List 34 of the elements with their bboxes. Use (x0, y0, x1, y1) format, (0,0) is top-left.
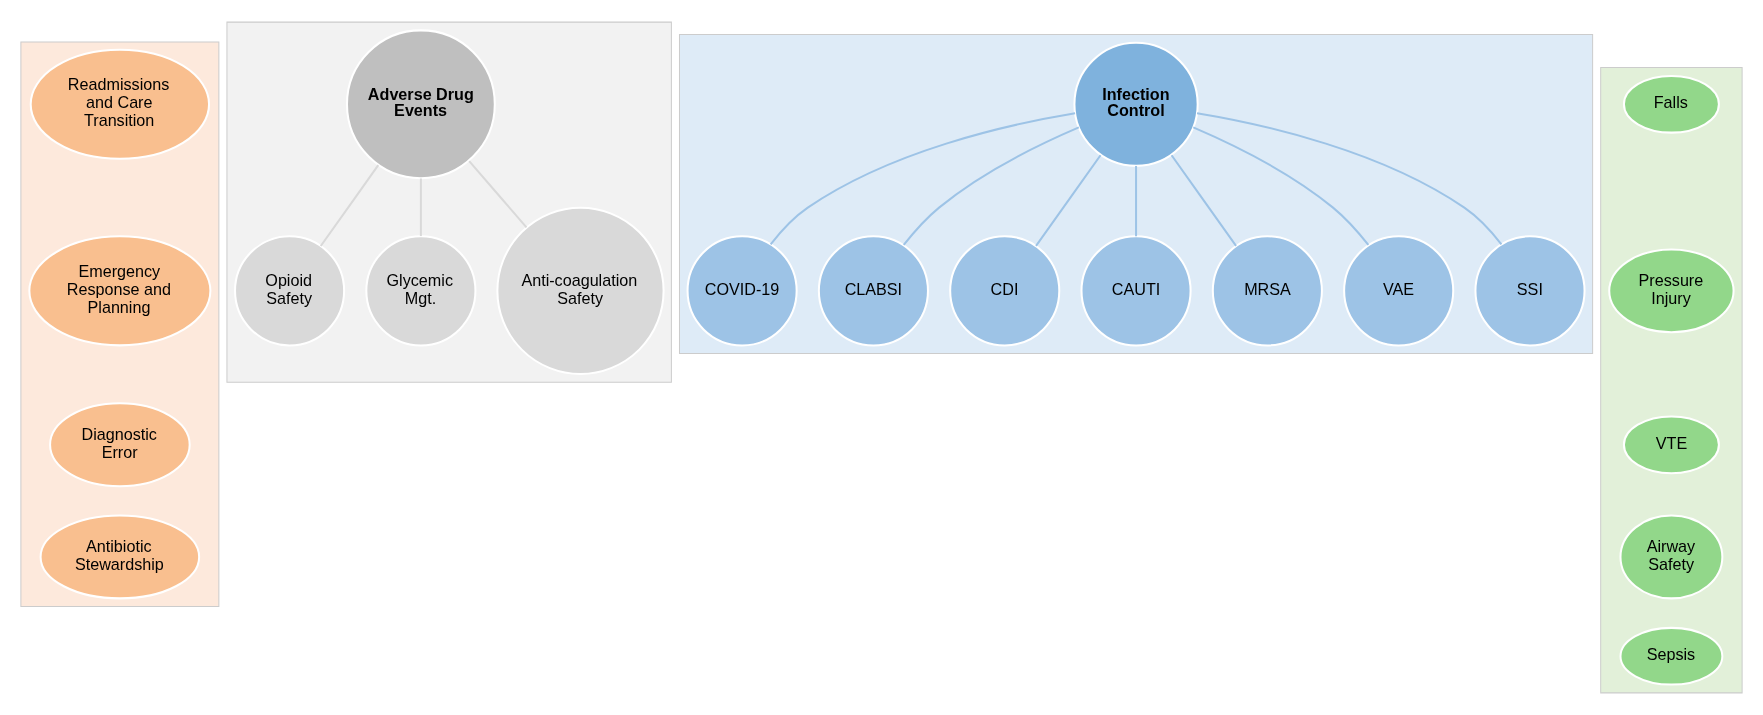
connector (468, 160, 528, 229)
cluster (678, 34, 1594, 354)
node-circle: Infection Control (1073, 41, 1199, 167)
node-ellipse: Antibiotic Stewardship (39, 514, 201, 600)
cluster (1600, 67, 1743, 694)
node-ellipse: Readmissions and Care Transition (29, 48, 211, 160)
connector (1170, 154, 1237, 247)
node-ellipse: Pressure Injury (1608, 248, 1735, 334)
node-ellipse: Airway Safety (1619, 514, 1724, 600)
node-circle: MRSA (1211, 235, 1323, 347)
node-ellipse: Sepsis (1619, 626, 1724, 686)
node-ellipse: Diagnostic Error (49, 402, 191, 488)
node-circle: Anti-coagulation Safety (496, 206, 665, 375)
node-circle: COVID-19 (686, 235, 798, 347)
node-circle: CDI (949, 235, 1061, 347)
node-circle: Opioid Safety (234, 235, 346, 347)
node-circle: SSI (1474, 235, 1586, 347)
cluster (226, 21, 672, 383)
node-ellipse: Falls (1622, 74, 1720, 134)
cluster (20, 41, 220, 607)
connector (319, 164, 380, 247)
node-circle: CAUTI (1080, 235, 1192, 347)
connector (1035, 154, 1102, 247)
node-circle: Adverse Drug Events (346, 29, 496, 180)
connector (1196, 112, 1503, 245)
node-circle: VAE (1343, 235, 1455, 347)
connector (1192, 126, 1370, 246)
node-circle: Glycemic Mgt. (365, 235, 477, 347)
node-ellipse: Emergency Response and Planning (28, 235, 212, 347)
connector (1135, 165, 1138, 237)
connector (769, 112, 1076, 245)
node-circle: CLABSI (817, 235, 929, 347)
node-ellipse: VTE (1622, 415, 1720, 475)
connector (902, 126, 1080, 246)
